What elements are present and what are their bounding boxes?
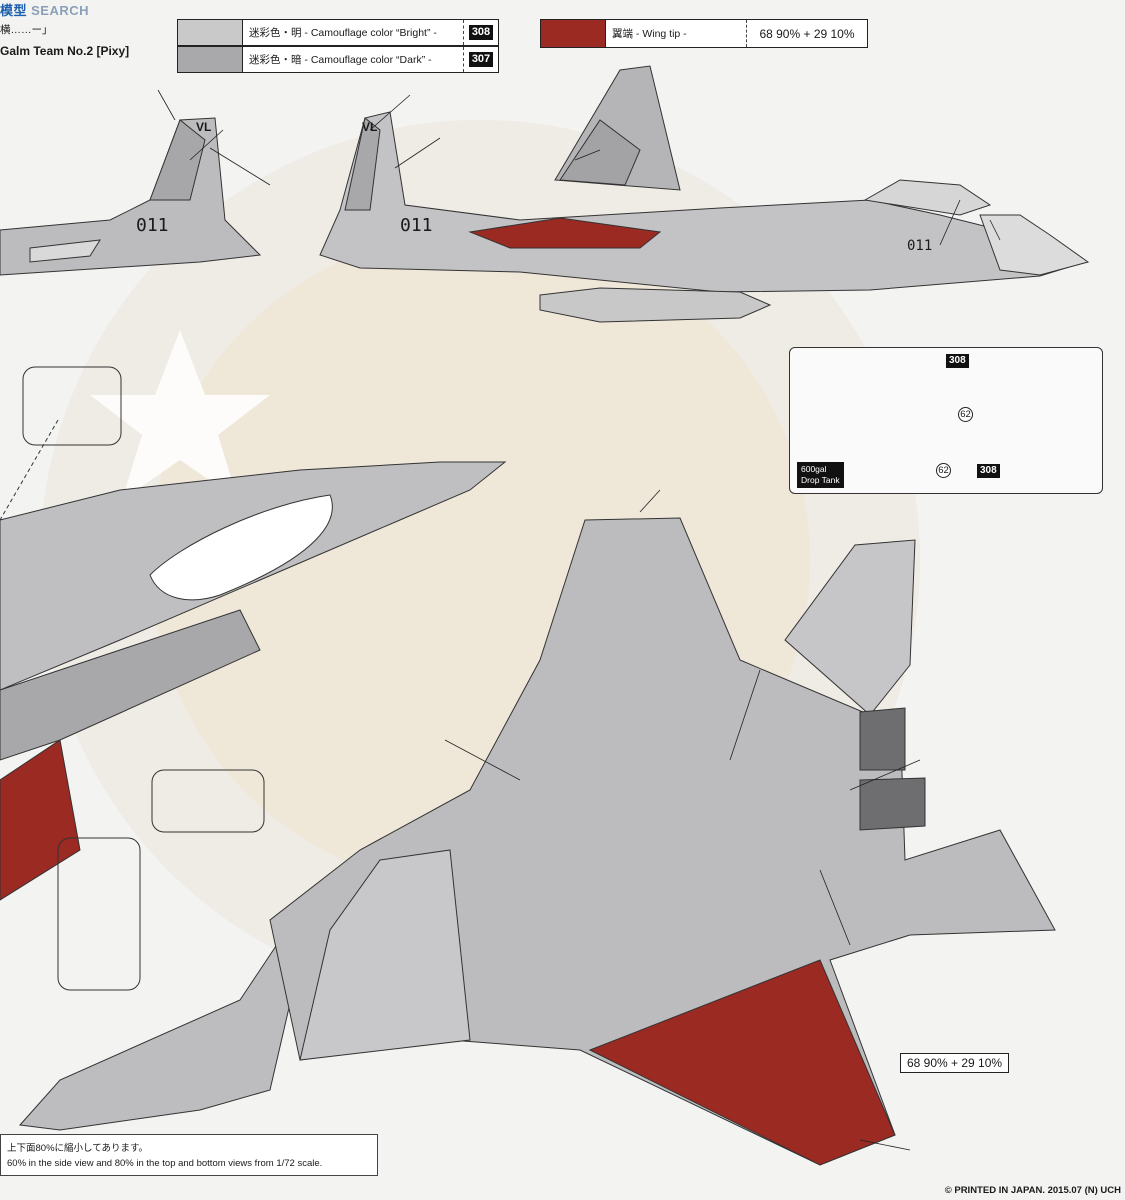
tank-callout-1: 62 xyxy=(958,407,973,422)
star-emblem xyxy=(90,330,270,500)
legend-dark-code: 307 xyxy=(463,47,498,72)
legend-wingtip-label: 翼端 - Wing tip - xyxy=(612,28,687,40)
legend-wingtip: 翼端 - Wing tip - 68 90% + 29 10% xyxy=(540,19,868,48)
swatch-bright xyxy=(178,20,243,45)
side-view-right xyxy=(319,65,1090,323)
wingtip-mix-note: 68 90% + 29 10% xyxy=(900,1053,1010,1073)
page-title: Galm Team No.2 [Pixy] xyxy=(0,44,130,58)
legend-dark: 迷彩色・暗 - Camouflage color “Dark” - 307 xyxy=(177,46,499,73)
scale-note: 上下面80%に縮小してあります。 60% in the side view an… xyxy=(0,1134,378,1176)
legend-bright-label: 迷彩色・明 - Camouflage color “Bright” - xyxy=(249,27,437,39)
legend-bright-code: 308 xyxy=(463,20,498,45)
tank-code-1: 308 xyxy=(946,354,969,368)
tank-callout-2: 62 xyxy=(936,463,951,478)
tail-number-left: 011 xyxy=(136,215,169,236)
legend-dark-label: 迷彩色・暗 - Camouflage color “Dark” - xyxy=(249,54,432,66)
nose-number: 011 xyxy=(907,238,933,254)
note-insets xyxy=(0,366,265,991)
watermark-part1: 模型 xyxy=(0,3,28,18)
scale-note-en: 60% in the side view and 80% in the top … xyxy=(7,1158,323,1169)
swatch-dark xyxy=(178,47,243,72)
bottom-view xyxy=(269,517,1056,1166)
top-view xyxy=(0,461,507,1131)
drop-tank-label: 600gal Drop Tank xyxy=(797,462,844,488)
scale-note-jp: 上下面80%に縮小してあります。 xyxy=(7,1143,148,1154)
tail-number-right: 011 xyxy=(400,215,433,236)
legend-bright: 迷彩色・明 - Camouflage color “Bright” - 308 xyxy=(177,19,499,46)
tail-code-right: VL xyxy=(362,120,378,134)
legend-wingtip-mix: 68 90% + 29 10% xyxy=(746,20,867,47)
title-jp: 横……ー」 xyxy=(0,24,53,36)
tank-code-2: 308 xyxy=(977,464,1000,478)
swatch-wingtip xyxy=(541,20,606,47)
tail-code-left: VL xyxy=(196,120,212,134)
footer-print-note: © PRINTED IN JAPAN. 2015.07 (N) UCH xyxy=(944,1185,1121,1196)
watermark: 模型 SEARCH xyxy=(0,0,89,19)
watermark-part2: SEARCH xyxy=(31,3,90,18)
side-view-left xyxy=(0,117,262,276)
